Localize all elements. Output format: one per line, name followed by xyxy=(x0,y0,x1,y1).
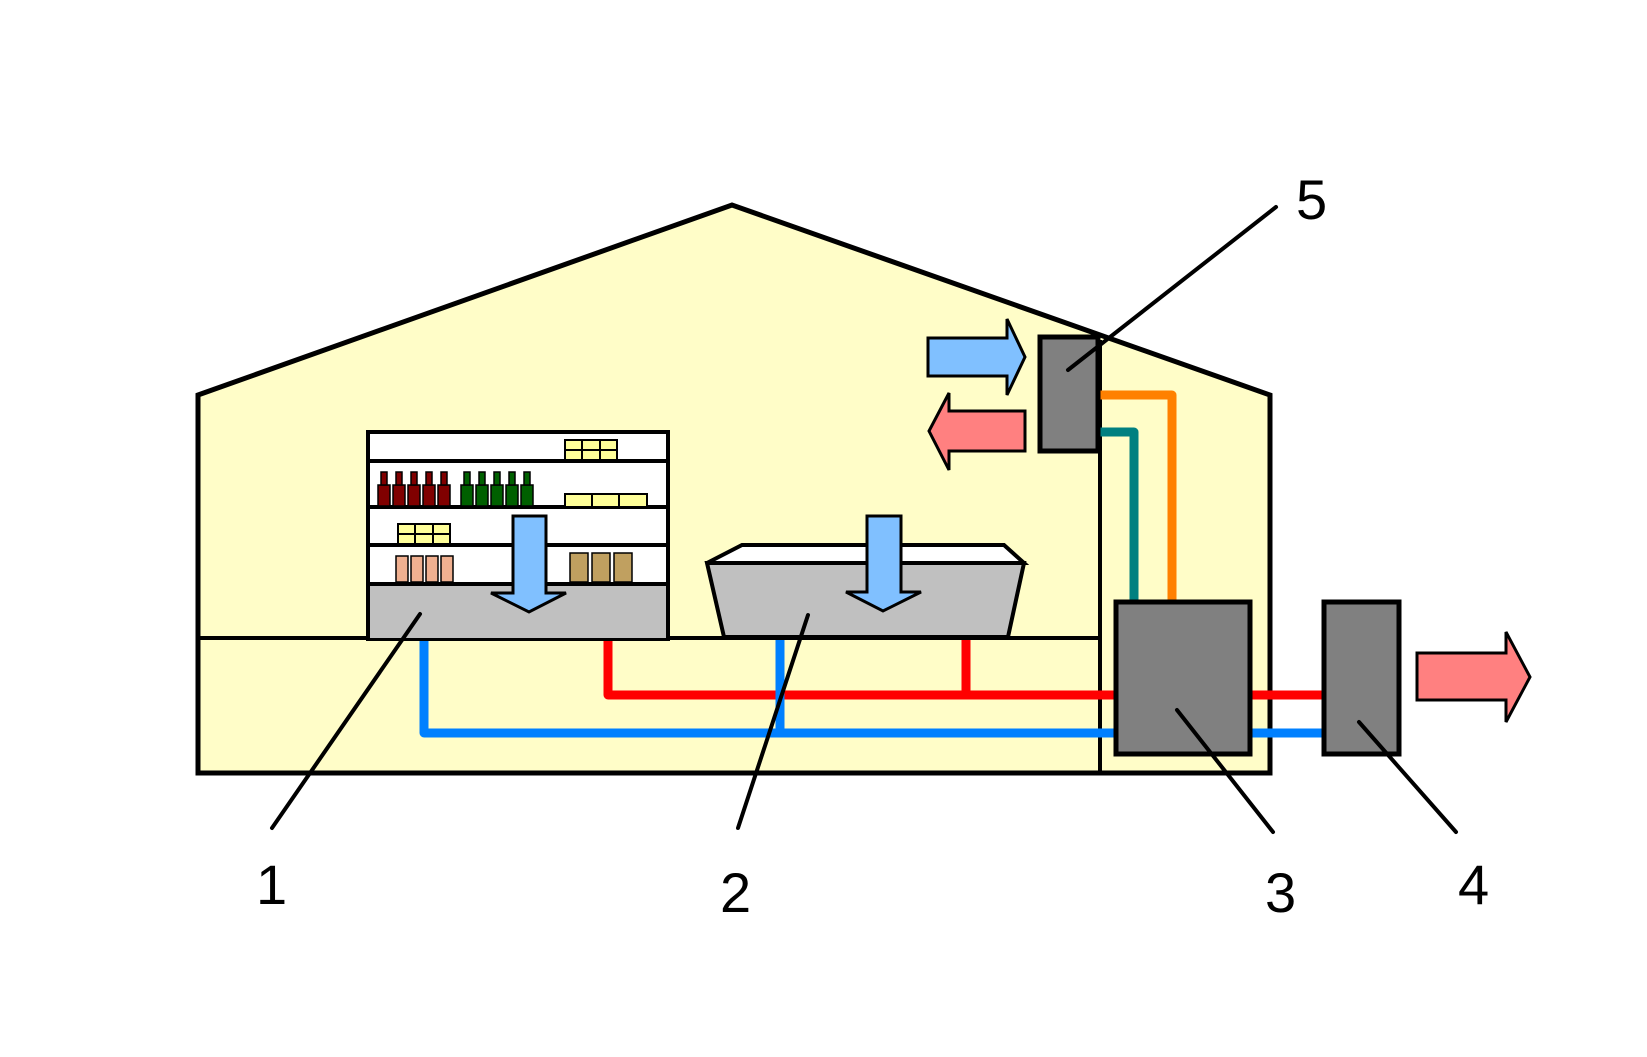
cool-air-arrow xyxy=(926,318,1027,396)
product-box-icon xyxy=(395,555,454,583)
product-box-icon xyxy=(564,493,648,508)
bottle-icon xyxy=(460,471,534,507)
callout-label-2: 2 xyxy=(720,861,751,924)
outdoor-condenser-unit xyxy=(1321,599,1402,757)
teal-return-line xyxy=(1100,427,1139,602)
building-outline xyxy=(195,202,1273,776)
callout-label-3: 3 xyxy=(1265,861,1296,924)
central-refrigeration-unit xyxy=(1113,599,1253,757)
callout-label-4: 4 xyxy=(1458,853,1489,916)
callout-label-1: 1 xyxy=(256,853,287,916)
product-box-icon xyxy=(564,439,618,461)
orange-supply-line xyxy=(1100,390,1177,602)
product-box-icon xyxy=(397,523,451,545)
product-box-icon xyxy=(569,552,633,583)
leader-lines xyxy=(270,205,1458,834)
display-case xyxy=(366,430,670,641)
cool-air-arrow xyxy=(845,514,922,613)
warm-air-arrow xyxy=(927,392,1027,471)
cold-refrigerant-line xyxy=(419,640,1324,738)
hot-refrigerant-line xyxy=(603,640,1324,700)
warm-air-arrow xyxy=(1415,631,1532,723)
bottle-icon xyxy=(377,471,451,507)
callout-label-5: 5 xyxy=(1296,168,1327,231)
cool-air-arrow xyxy=(490,514,567,614)
